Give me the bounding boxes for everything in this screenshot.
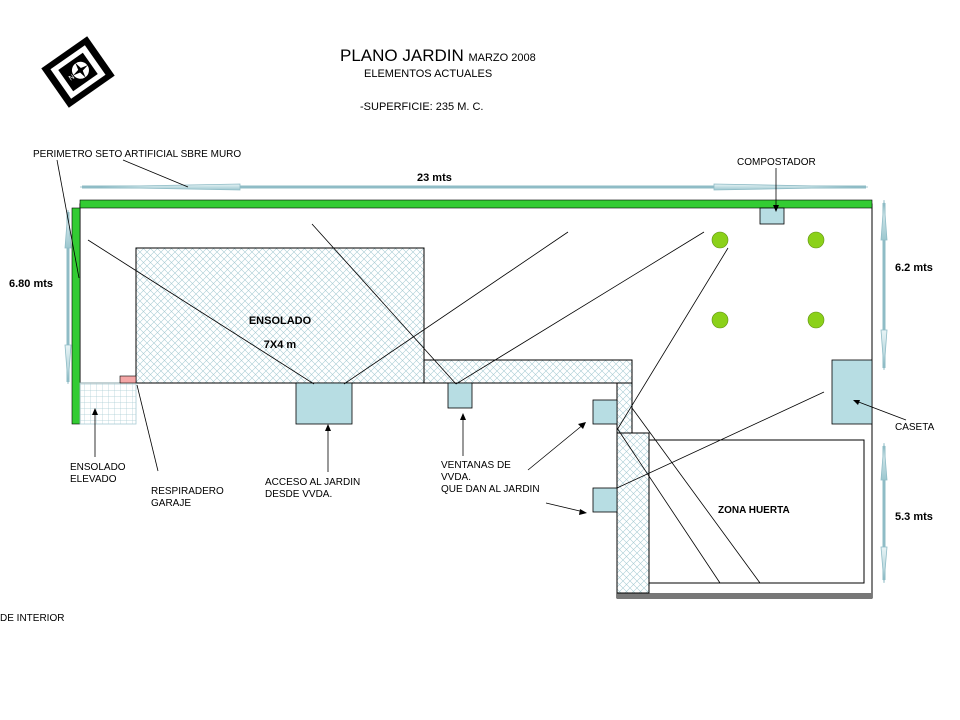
- caseta-box: [831, 359, 873, 425]
- right-upper-arrow: [880, 199, 888, 371]
- ensolado-area: [135, 247, 425, 384]
- acceso-door: [295, 382, 353, 425]
- leader-lines: [56, 159, 907, 513]
- title-main-text: PLANO JARDIN: [340, 46, 464, 65]
- compostador-box: [759, 207, 785, 225]
- respiradero-label: RESPIRADERO GARAJE: [151, 486, 224, 509]
- ventana-terrace: [447, 382, 473, 409]
- title-date: MARZO 2008: [468, 52, 536, 64]
- leader-arrowheads: [92, 205, 860, 515]
- bottom-wall: [617, 593, 872, 599]
- respiradero-vent: [119, 375, 137, 384]
- zona-huerta-label: ZONA HUERTA: [718, 505, 790, 516]
- acceso-label: ACCESO AL JARDIN DESDE VVDA.: [265, 477, 361, 500]
- side-strip: [616, 382, 633, 434]
- page-subtitle: ELEMENTOS ACTUALES: [364, 68, 493, 80]
- width-dimension-label: 23 mts: [417, 172, 452, 184]
- ensolado-size: 7X4 m: [263, 339, 297, 351]
- right-upper-label: 6.2 mts: [895, 262, 933, 274]
- hedge-top: [79, 199, 873, 209]
- right-lower-label: 5.3 mts: [895, 511, 933, 523]
- zona-huerta-area: [648, 439, 865, 584]
- ventanas-label: VENTANAS DE VVDA. QUE DAN AL JARDIN: [441, 460, 540, 495]
- left-height-arrow: [64, 209, 72, 385]
- ensolado-label: ENSOLADO 7X4 m: [230, 303, 330, 363]
- compass-rose-icon: N: [41, 36, 115, 108]
- width-dimension-arrow: [79, 183, 869, 191]
- ensolado-name: ENSOLADO: [248, 315, 312, 327]
- tree-3: [711, 311, 729, 329]
- compass-north-letter: N: [68, 74, 76, 83]
- page-title: PLANO JARDIN MARZO 2008: [340, 46, 536, 68]
- left-height-label: 6.80 mts: [9, 278, 54, 290]
- right-lower-arrow: [880, 442, 888, 584]
- perimetro-label: PERIMETRO SETO ARTIFICIAL SBRE MURO: [33, 149, 242, 160]
- tree-2: [807, 231, 825, 249]
- ensolado-elevado-area: [79, 382, 137, 425]
- diagonal-lines: [87, 223, 825, 584]
- interior-label: DE INTERIOR: [0, 613, 65, 624]
- ventana-upper: [592, 399, 618, 425]
- tree-1: [711, 231, 729, 249]
- tree-4: [807, 311, 825, 329]
- caseta-label: CASETA: [895, 422, 935, 433]
- ventana-lower: [592, 487, 618, 513]
- ensolado-elevado-label: ENSOLADO ELEVADO: [70, 462, 126, 485]
- side-strip-lower: [616, 432, 650, 594]
- compostador-label: COMPOSTADOR: [737, 157, 816, 168]
- terrace-strip: [423, 359, 633, 384]
- hedge-left: [71, 207, 81, 425]
- surface-area: -SUPERFICIE: 235 M. C.: [360, 101, 484, 113]
